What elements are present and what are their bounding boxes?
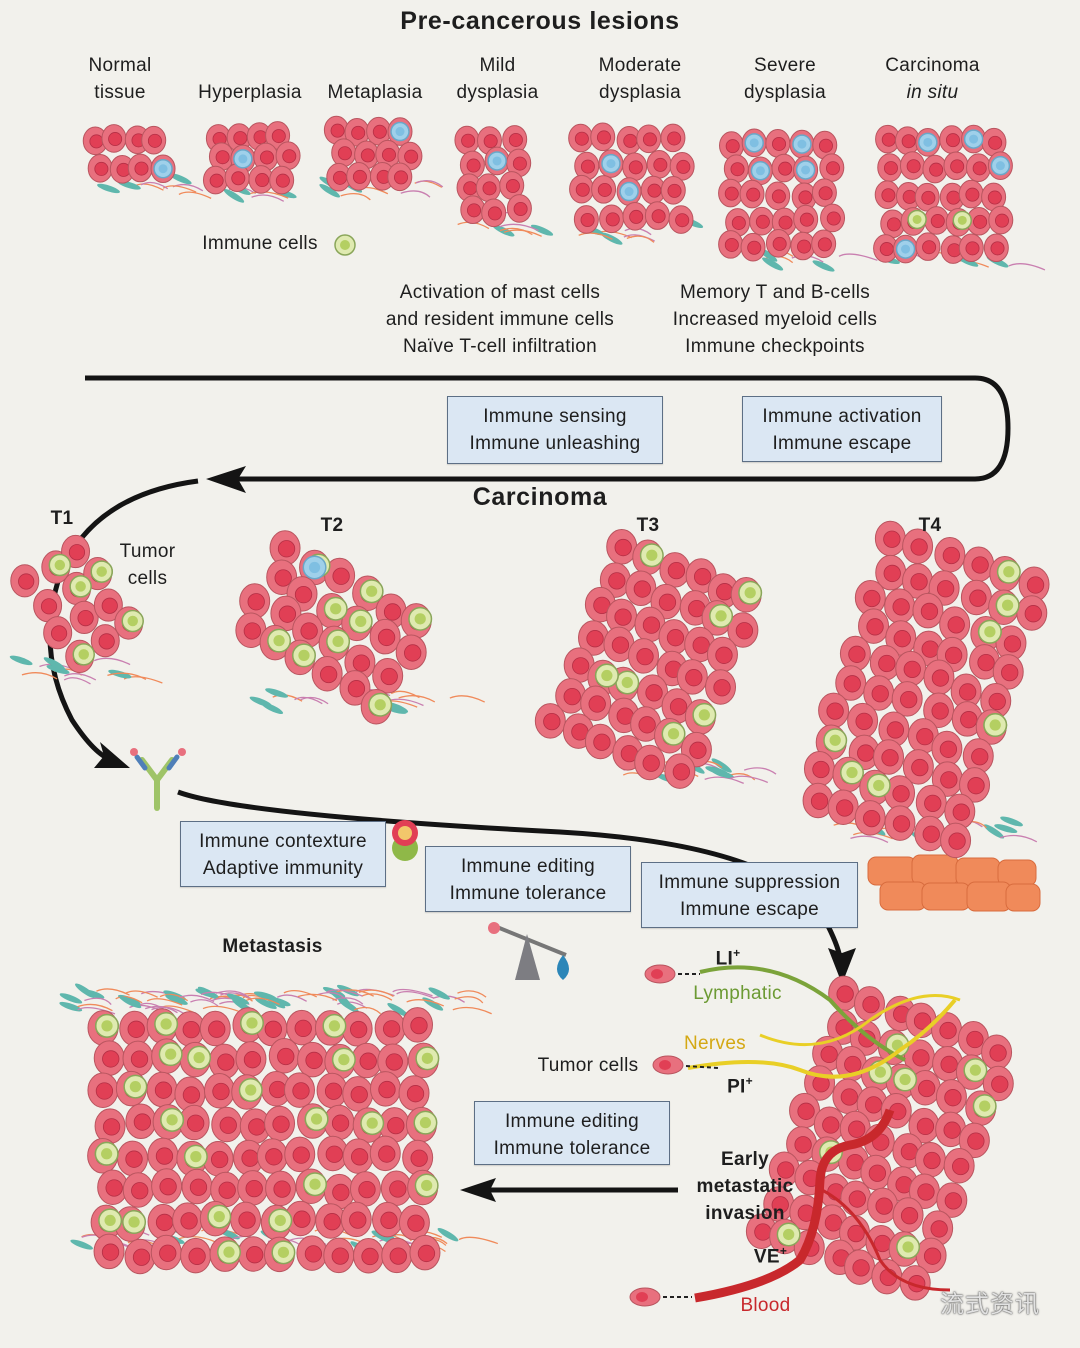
tumor-stage-t4: T4 — [918, 515, 942, 536]
metastasis-title: Metastasis — [222, 936, 323, 957]
page-title: Pre-cancerous lesions — [400, 7, 680, 35]
blood-vessel-branch — [821, 1188, 951, 1292]
ve-label: VE+ — [753, 1244, 788, 1268]
lymphatic-vessel — [699, 965, 906, 1062]
carcinoma-title: Carcinoma — [472, 483, 608, 511]
lymphatic-label: Lymphatic — [693, 983, 782, 1004]
nerves-label: Nerves — [684, 1033, 746, 1054]
invading-cells — [629, 964, 719, 1307]
blood-label: Blood — [740, 1295, 791, 1316]
pi-label: PI+ — [727, 1074, 753, 1098]
tumor-stage-t1: T1 — [50, 508, 74, 529]
immune-cells-label: Immune cells — [202, 233, 318, 254]
cell-clusters — [9, 115, 1050, 1301]
nerve-fiber — [687, 998, 957, 1079]
progression-arrow-top-head — [206, 466, 246, 493]
stage-label-hyperplasia: Hyperplasia — [198, 82, 302, 103]
antibody-icon — [130, 748, 186, 811]
watermark-text: 流式资讯 — [940, 1291, 1040, 1318]
tumor-stage-t2: T2 — [320, 515, 344, 536]
blood-vessel — [694, 1108, 895, 1303]
immune-cell-icon — [334, 234, 356, 256]
stage-label-metaplasia: Metaplasia — [327, 82, 423, 103]
progression-arrow-mid-head — [828, 948, 856, 984]
stroma-block — [867, 854, 1041, 912]
immune-synapse-icon — [392, 820, 418, 861]
progression-arrow-left-head — [94, 742, 130, 768]
tumor-cells-invasion-label: Tumor cells — [537, 1055, 639, 1076]
metastasis-arrow-head — [460, 1178, 496, 1202]
li-label: LI+ — [715, 946, 741, 970]
tumor-stage-t3: T3 — [636, 515, 660, 536]
progression-arrow-top — [85, 375, 1011, 482]
nerve-fiber-2 — [759, 994, 961, 1047]
balance-icon — [488, 922, 569, 980]
